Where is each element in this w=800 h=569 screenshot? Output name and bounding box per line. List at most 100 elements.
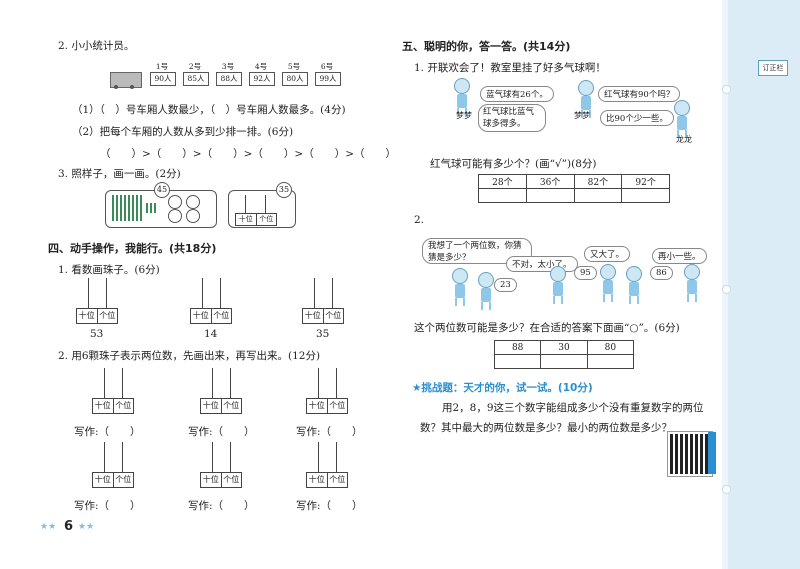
q2-options-table: 88 30 80 xyxy=(493,340,635,369)
kid-2 xyxy=(478,272,494,310)
label-45: 45 xyxy=(154,182,170,198)
bubble-too-small: 不对，太小了。 xyxy=(506,256,578,272)
qr-code-icon[interactable] xyxy=(667,431,713,477)
section5-q1-title: 1. 开联欢会了！教室里挂了好多气球啊！ xyxy=(414,62,606,74)
abacus-35[interactable]: 十位个位 xyxy=(302,278,344,338)
abacus-blank-2[interactable]: 十位个位 xyxy=(200,368,242,414)
section4-q2-title: 2. 用6颗珠子表示两位数，先画出来，再写出来。(12分) xyxy=(58,350,321,362)
car-5: 80人 xyxy=(282,72,308,86)
locomotive xyxy=(110,72,142,88)
challenge-line2: 数？其中最大的两位数是多少？最小的两位数是多少？ xyxy=(420,422,672,434)
abacus-blank-3[interactable]: 十位个位 xyxy=(306,368,348,414)
car-4-number: 4号 xyxy=(254,62,268,71)
car-4: 92人 xyxy=(249,72,275,86)
name-longlong: 龙龙 xyxy=(676,135,692,144)
q3-title: 3. 照样子，画一画。(2分) xyxy=(58,168,181,180)
circle xyxy=(168,195,182,209)
abacus-blank-4[interactable]: 十位个位 xyxy=(92,442,134,488)
label-35: 35 xyxy=(276,182,292,198)
car-2-number: 2号 xyxy=(188,62,202,71)
page-number-deco: ★★ xyxy=(40,522,57,532)
q1-answer-cell[interactable] xyxy=(525,188,575,203)
q2-option: 80 xyxy=(586,340,635,355)
q2-answer-cell[interactable] xyxy=(493,354,542,369)
car-6-number: 6号 xyxy=(320,62,334,71)
correction-tab: 订正栏 xyxy=(758,60,788,76)
q2-line2: （2）把每个车厢的人数从多到少排一排。(6分) xyxy=(72,126,294,138)
write-answer-4[interactable]: 写作:（ ） xyxy=(74,500,141,512)
write-answer-1[interactable]: 写作:（ ） xyxy=(74,426,141,438)
abacus-blank-6[interactable]: 十位个位 xyxy=(306,442,348,488)
q1-option: 92个 xyxy=(621,174,670,189)
q2-question: 这个两位数可能是多少？在合适的答案下面画“○”。(6分) xyxy=(414,322,680,334)
bubble-blue-count: 蓝气球有26个。 xyxy=(480,86,554,102)
bubble-guess: 我想了一个两位数，你猜猜是多少？ xyxy=(422,238,532,264)
q1-answer-cell[interactable] xyxy=(573,188,623,203)
train: 90人 1号 85人 2号 88人 3号 92人 4号 80人 5号 99人 6… xyxy=(110,62,342,92)
binding-hole xyxy=(722,285,731,294)
car-2: 85人 xyxy=(183,72,209,86)
name-mengmeng: 梦梦 xyxy=(456,111,472,120)
loose-sticks xyxy=(146,203,158,213)
abacus-53[interactable]: 十位个位 xyxy=(76,278,118,338)
write-answer-6[interactable]: 写作:（ ） xyxy=(296,500,363,512)
abacus-14[interactable]: 十位个位 xyxy=(190,278,232,338)
q1-option: 82个 xyxy=(573,174,623,189)
q2-order-blanks[interactable]: （ ）>（ ）>（ ）>（ ）>（ ）>（ ） xyxy=(100,148,396,160)
q1-answer-cell[interactable] xyxy=(478,188,527,203)
kid-longlong xyxy=(674,100,690,138)
circle xyxy=(168,209,182,223)
q2-title: 2. 小小统计员。 xyxy=(58,40,135,52)
bubble-23: 23 xyxy=(494,278,517,292)
q2-answer-cell[interactable] xyxy=(586,354,635,369)
number-14: 14 xyxy=(204,328,218,340)
kid-3 xyxy=(550,266,566,304)
abacus-base: 十位 个位 xyxy=(235,213,277,226)
kid-mengmeng xyxy=(454,78,470,116)
car-1-number: 1号 xyxy=(155,62,169,71)
car-1: 90人 xyxy=(150,72,176,86)
challenge-line1: 用2，8，9这三个数字能组成多少个没有重复数字的两位 xyxy=(442,402,704,414)
q2-line1: （1）（ ）号车厢人数最少，（ ）号车厢人数最多。(4分) xyxy=(72,104,346,116)
bundle-sticks xyxy=(112,195,142,221)
car-3-number: 3号 xyxy=(221,62,235,71)
number-35: 35 xyxy=(316,328,330,340)
example-box xyxy=(105,190,217,228)
q1-option: 28个 xyxy=(478,174,527,189)
bubble-95: 95 xyxy=(574,266,597,280)
q2-option: 88 xyxy=(493,340,542,355)
circle xyxy=(186,209,200,223)
number-53: 53 xyxy=(90,328,104,340)
car-5-number: 5号 xyxy=(287,62,301,71)
section4-q1-title: 1. 看数画珠子。(6分) xyxy=(58,264,160,276)
q2-answer-cell[interactable] xyxy=(540,354,588,369)
kid-1 xyxy=(452,268,468,306)
abacus-blank-1[interactable]: 十位个位 xyxy=(92,368,134,414)
write-answer-3[interactable]: 写作:（ ） xyxy=(296,426,363,438)
abacus-blank-5[interactable]: 十位个位 xyxy=(200,442,242,488)
bubble-less-90: 比90个少一些。 xyxy=(600,110,674,126)
write-answer-5[interactable]: 写作:（ ） xyxy=(188,500,255,512)
page-number: 6 xyxy=(64,519,74,534)
bubble-red-90: 红气球有90个吗？ xyxy=(598,86,681,102)
q1-option: 36个 xyxy=(525,174,575,189)
car-6: 99人 xyxy=(315,72,341,86)
bubble-86: 86 xyxy=(650,266,673,280)
q1-answer-cell[interactable] xyxy=(621,188,670,203)
binding-hole xyxy=(722,485,731,494)
qr-label-tag xyxy=(708,432,716,474)
write-answer-2[interactable]: 写作:（ ） xyxy=(188,426,255,438)
correction-sidebar xyxy=(728,0,800,569)
section4-title: 四、动手操作，我能行。(共18分) xyxy=(48,242,217,255)
kid-mengmeng-2 xyxy=(578,80,594,118)
challenge-title: ★挑战题：天才的你，试一试。(10分) xyxy=(412,382,593,394)
section5-q2-title: 2. xyxy=(414,214,425,226)
q1-options-table: 28个 36个 82个 92个 xyxy=(478,174,670,203)
circle xyxy=(186,195,200,209)
kid-4 xyxy=(600,264,616,302)
sidebar-edge xyxy=(722,0,728,569)
q1-question: 红气球可能有多少个？(画“√”)(8分) xyxy=(430,158,597,170)
name-mengmeng-2: 梦梦 xyxy=(574,111,590,120)
page-number-deco: ★★ xyxy=(78,522,95,532)
kid-5 xyxy=(626,266,642,304)
